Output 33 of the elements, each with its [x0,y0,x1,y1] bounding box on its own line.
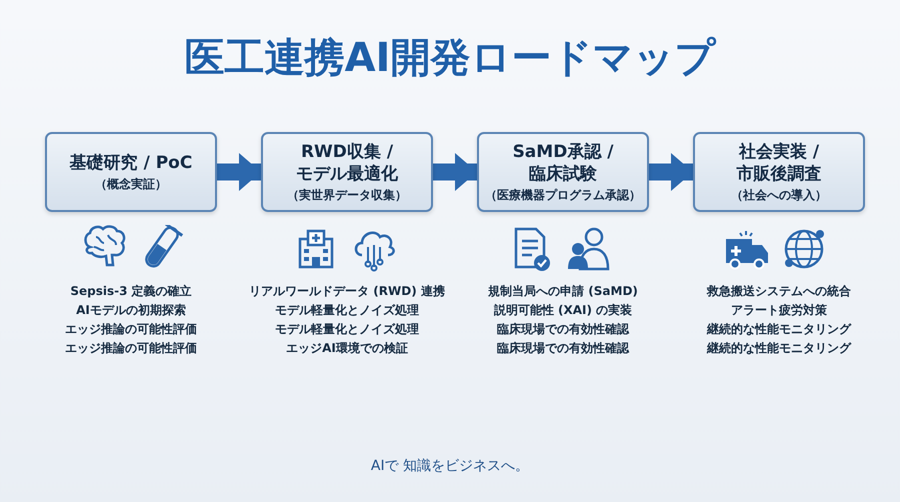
stage-subtitle: （実世界データ収集） [287,186,407,204]
stage-box [45,132,217,212]
tagline: AIで 知識をビジネスへ。 [370,458,530,474]
arrow [649,153,693,191]
list-item: エッジAI環境での検証 [285,340,409,357]
list-item: アラート疲労対策 [730,302,828,319]
list-item: モデル軽量化とノイズ処理 [274,321,420,338]
stage-title: SaMD承認 / 臨床試験 [512,140,614,184]
list-item: 臨床現場での有効性確認 [496,321,630,338]
stage-box [693,132,865,212]
stage-title: 社会実装 / 市販後調査 [736,140,822,184]
list-item: Sepsis-3 定義の確立 [69,283,193,300]
list-item: 継続的な性能モニタリング [706,340,852,357]
stage-title: RWD収集 / モデル最適化 [295,140,399,184]
stage-title: 基礎研究 / PoC [70,152,192,174]
list-item: 説明可能性 (XAI) の実装 [492,302,634,319]
stage-subtitle: （医療機器プログラム承認） [485,186,641,204]
list-item: エッジ推論の可能性評価 [64,340,198,357]
list-item: 規制当局への申請 (SaMD) [487,283,639,300]
list-item: 救急搬送システムへの統合 [706,283,852,300]
list-item: エッジ推論の可能性評価 [64,321,198,338]
list-item: 継続的な性能モニタリング [706,321,852,338]
stage-box [477,132,649,212]
arrow [433,153,477,191]
list-item: モデル軽量化とノイズ処理 [274,302,420,319]
arrow [217,153,261,191]
stage-subtitle: （概念実証） [95,176,167,192]
title: 医工連携AI開発ロードマップ [184,34,718,83]
list-item: リアルワールドデータ (RWD) 連携 [248,283,446,300]
list-item: 臨床現場での有効性確認 [496,340,630,357]
list-item: AIモデルの初期探索 [75,302,187,319]
stage-subtitle: （社会への導入） [731,186,827,204]
stage-box [261,132,433,212]
